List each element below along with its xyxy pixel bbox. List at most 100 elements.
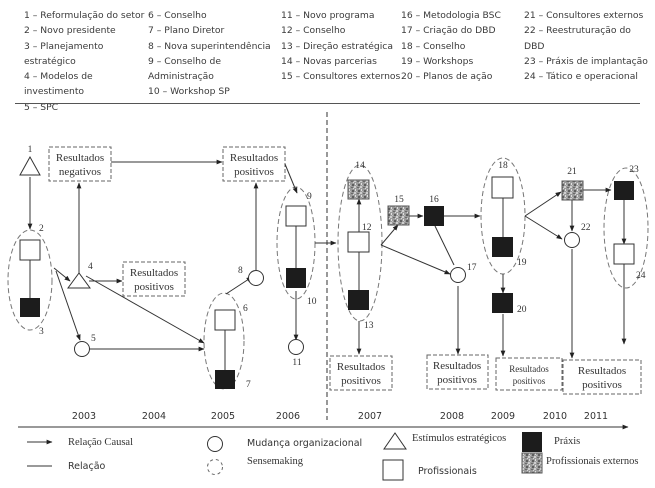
- arrow-6-to-8: [225, 276, 253, 295]
- professional-square-9: [285, 205, 307, 227]
- node-label: 13: [364, 321, 374, 331]
- legend-entry: 1 – Reformulação do setor: [24, 10, 145, 21]
- external-square-15: [387, 205, 410, 226]
- result-box-text: Resultados: [509, 364, 549, 374]
- praxis-square-19: [492, 237, 513, 257]
- sensemaking-ellipse-12-14: [337, 164, 383, 322]
- result-box-positive-2009: [495, 357, 563, 391]
- praxis-square-10: [286, 268, 306, 288]
- legend-entry: 11 – Novo programa: [281, 10, 375, 21]
- timeline-year: 2009: [491, 411, 515, 422]
- node-label: 5: [91, 334, 96, 344]
- praxis-square-23: [614, 181, 634, 200]
- timeline-year: 2011: [584, 411, 608, 422]
- result-box-positive-2007: [329, 355, 393, 391]
- org-change-circle-11: [288, 339, 304, 355]
- legend-entry: 15 – Consultores externos: [281, 71, 401, 83]
- legend-relation-label: Relação: [68, 461, 106, 472]
- legend-entry: 13 – Direção estratégica: [281, 40, 393, 52]
- legend-entry: 5 – SPC: [24, 101, 59, 113]
- stimulus-triangle-4: [67, 272, 91, 289]
- legend-entry: Administração: [148, 71, 214, 83]
- stimulus-triangle-1: [19, 155, 41, 176]
- timeline-year: 2004: [142, 411, 166, 422]
- result-box-text: negativos: [59, 166, 101, 178]
- legend-professionals-label: Profissionais: [418, 466, 477, 477]
- result-box-text: Resultados: [130, 267, 178, 279]
- org-change-circle-8: [248, 270, 264, 286]
- legend-entry: 20 – Planos de ação: [401, 71, 493, 83]
- result-box-positive-2004: [122, 261, 186, 297]
- result-box-text: positivos: [234, 166, 274, 178]
- node-label: 6: [243, 304, 248, 314]
- node-label: 10: [307, 297, 317, 307]
- praxis-square-16: [424, 206, 444, 226]
- node-label: 11: [292, 358, 301, 368]
- praxis-square-7: [215, 370, 235, 389]
- legend-stimuli-label: Estímulos estratégicos: [412, 433, 506, 444]
- node-label: 4: [88, 262, 93, 272]
- legend-entry: 18 – Conselho: [401, 40, 466, 52]
- legend-entry: 6 – Conselho: [148, 10, 207, 21]
- node-label: 23: [629, 165, 639, 175]
- arrow-to-21: [524, 191, 562, 217]
- professional-square-12: [347, 231, 370, 253]
- arrow-to-15: [380, 224, 399, 246]
- legend-entry: 16 – Metodologia BSC: [401, 10, 501, 21]
- node-label: 7: [246, 380, 251, 390]
- legend-entry: 19 – Workshops: [401, 55, 474, 67]
- professional-square-6: [214, 309, 236, 331]
- node-label: 14: [355, 161, 365, 171]
- node-label: 19: [517, 258, 527, 268]
- legend-entry: 4 – Modelos de: [24, 71, 93, 83]
- arrow-ellipse-to-4: [53, 267, 71, 282]
- result-box-text: Resultados: [433, 360, 481, 372]
- legend-entry: 21 – Consultores externos: [524, 10, 644, 21]
- relation-16-17: [434, 225, 455, 266]
- legend-entry: 10 – Workshop SP: [148, 86, 230, 98]
- legend-entry: 14 – Novas parcerias: [281, 55, 377, 67]
- node-label: 20: [517, 305, 527, 315]
- arrow-to-22: [524, 215, 563, 240]
- legend-professional-square-icon: [382, 459, 404, 481]
- legend-entry: 9 – Conselho de: [148, 55, 221, 67]
- node-label: 17: [467, 263, 477, 273]
- professional-square-24: [613, 243, 635, 265]
- node-label: 3: [39, 327, 44, 337]
- result-box-text: positivos: [341, 375, 381, 387]
- result-box-text: Resultados: [230, 152, 278, 164]
- result-box-text: positivos: [134, 281, 174, 293]
- legend-entry: DBD: [524, 40, 545, 52]
- legend-column-2: 6 – Conselho 7 – Plano Diretor 8 – Nova …: [148, 8, 271, 100]
- arrow-positive-to-9: [284, 163, 298, 194]
- legend-org-change-circle-icon: [207, 436, 223, 452]
- node-label: 2: [39, 224, 44, 234]
- legend-column-1: 1 – Reformulação do setor 2 – Novo presi…: [24, 8, 144, 115]
- node-label: 9: [307, 192, 312, 202]
- legend-entry: 2 – Novo presidente: [24, 25, 116, 37]
- result-box-negative-2003: [48, 146, 112, 182]
- legend-entry: 7 – Plano Diretor: [148, 25, 225, 37]
- timeline-year: 2003: [72, 411, 96, 422]
- result-box-positive-2008: [426, 354, 489, 390]
- legend-praxis-square-icon: [522, 432, 542, 452]
- node-label: 1: [28, 145, 33, 155]
- result-box-text: positivos: [582, 379, 622, 391]
- arrow-ellipse-to-5: [55, 270, 81, 341]
- arrow-4-to-6: [85, 275, 205, 344]
- timeline-year: 2006: [276, 411, 300, 422]
- sensemaking-ellipse-2-3: [7, 229, 53, 331]
- legend-praxis-label: Práxis: [554, 436, 580, 447]
- timeline-year: 2007: [358, 411, 382, 422]
- legend-external-square-icon: [521, 452, 543, 474]
- professional-square-2: [19, 239, 41, 261]
- legend-entry: estratégico: [24, 55, 76, 67]
- legend-entry: 24 – Tático e operacional: [524, 71, 638, 83]
- timeline-year: 2008: [440, 411, 464, 422]
- legend-column-5: 21 – Consultores externos 22 – Reestrutu…: [524, 8, 648, 84]
- legend-column-4: 16 – Metodologia BSC 17 – Criação do DBD…: [401, 8, 501, 84]
- result-box-text: Resultados: [337, 361, 385, 373]
- result-box-text: positivos: [513, 376, 546, 386]
- praxis-square-3: [20, 298, 40, 317]
